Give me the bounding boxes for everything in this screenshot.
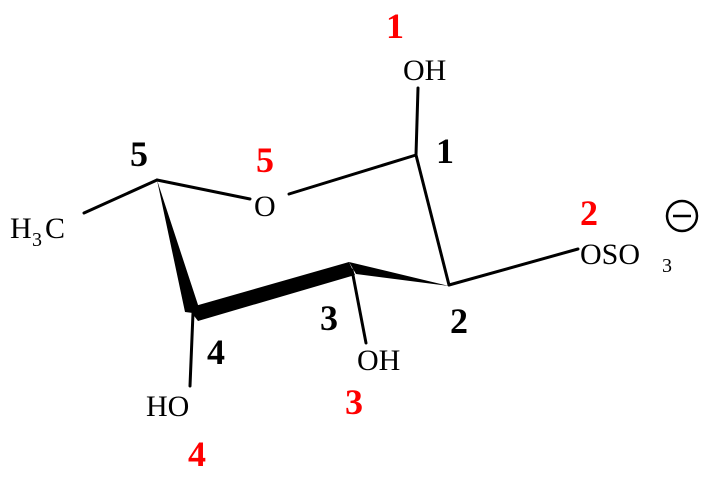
carbon-number-4: 4 [207, 332, 225, 372]
carbon-number-2: 2 [450, 301, 468, 341]
svg-text:C: C [45, 212, 65, 245]
ring-oxygen-label: O [254, 190, 276, 223]
wedge-bond-c5-c4 [157, 180, 201, 314]
carbon-number-5: 5 [130, 134, 148, 174]
bond-c5-ring-o [155, 178, 252, 201]
bond-c1-oh [414, 86, 420, 157]
bond-ring-o-c1 [287, 153, 418, 196]
wedge-bond-c4-c3 [188, 262, 355, 321]
svg-text:H: H [10, 212, 32, 245]
oxygen-number-3: 3 [345, 382, 363, 422]
oxygen-number-4: 4 [188, 434, 206, 472]
oh-c3-label: OH [357, 344, 400, 377]
carbon-number-3: 3 [320, 298, 338, 338]
bond-c2-osulfate [447, 247, 580, 287]
bond-c3-oh [350, 268, 368, 345]
sulfate-group-label: OSO 3 [580, 238, 672, 277]
bond-c1-c2 [414, 153, 451, 287]
methyl-group-label: H 3 C [10, 212, 65, 251]
carbon-number-1: 1 [436, 131, 454, 171]
svg-text:OSO: OSO [580, 238, 640, 271]
wedge-bond-c3-c2 [349, 262, 449, 286]
bond-c4-ho [188, 311, 195, 388]
negative-charge-icon [665, 199, 699, 233]
oxygen-number-5: 5 [256, 140, 274, 180]
bond-c5-methyl [82, 178, 159, 215]
svg-text:3: 3 [32, 229, 42, 251]
oxygen-number-1: 1 [386, 6, 404, 46]
ho-c4-label: HO [146, 390, 189, 423]
svg-text:3: 3 [662, 255, 672, 277]
oh-c1-label: OH [403, 54, 446, 87]
oxygen-number-2: 2 [580, 193, 598, 233]
